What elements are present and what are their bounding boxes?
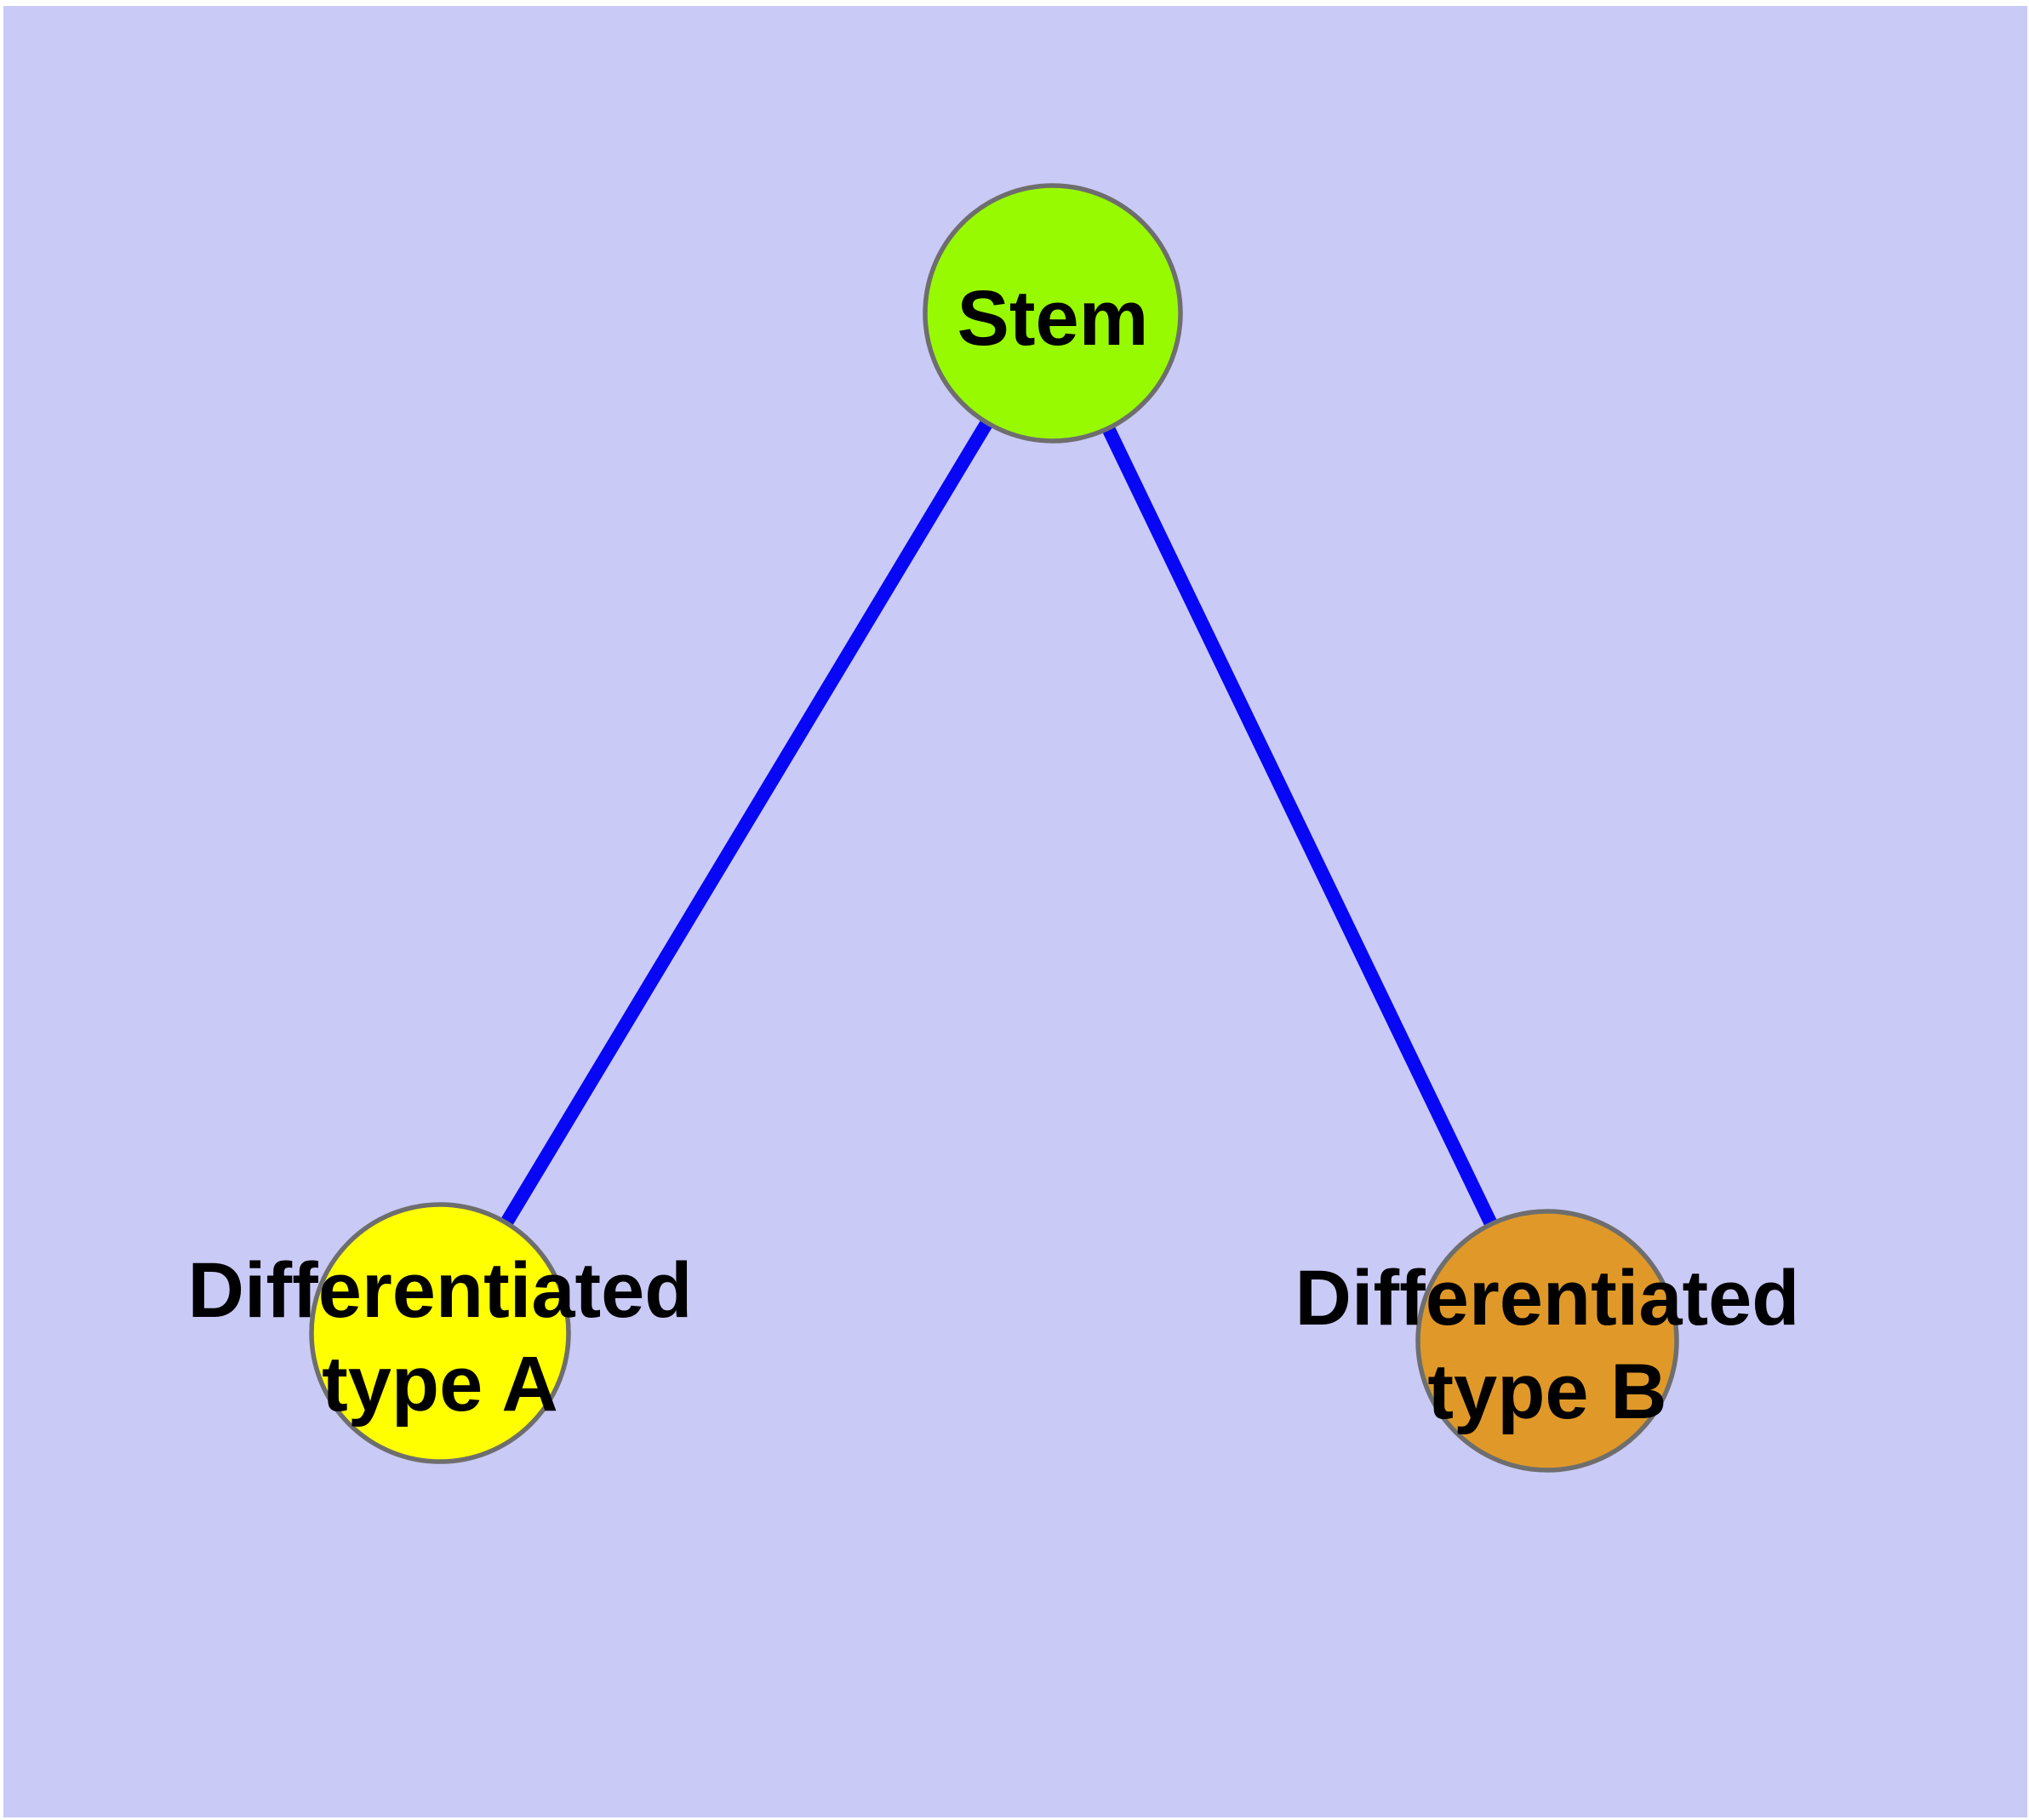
node-stem [923,183,1183,444]
edge-stem-to-type-b [1046,310,1554,1344]
edge-stem-to-type-a [434,309,1059,1337]
node-type-a [309,1202,571,1464]
node-type-b-label-line2: type B [1427,1348,1666,1435]
node-type-b-label-line1: Differentiated [1295,1255,1800,1342]
node-type-a-label-line1: Differentiated [188,1247,693,1334]
node-type-b [1415,1209,1679,1473]
node-type-a-label-line2: type A [322,1341,558,1428]
node-stem-label: Stem [957,275,1149,362]
